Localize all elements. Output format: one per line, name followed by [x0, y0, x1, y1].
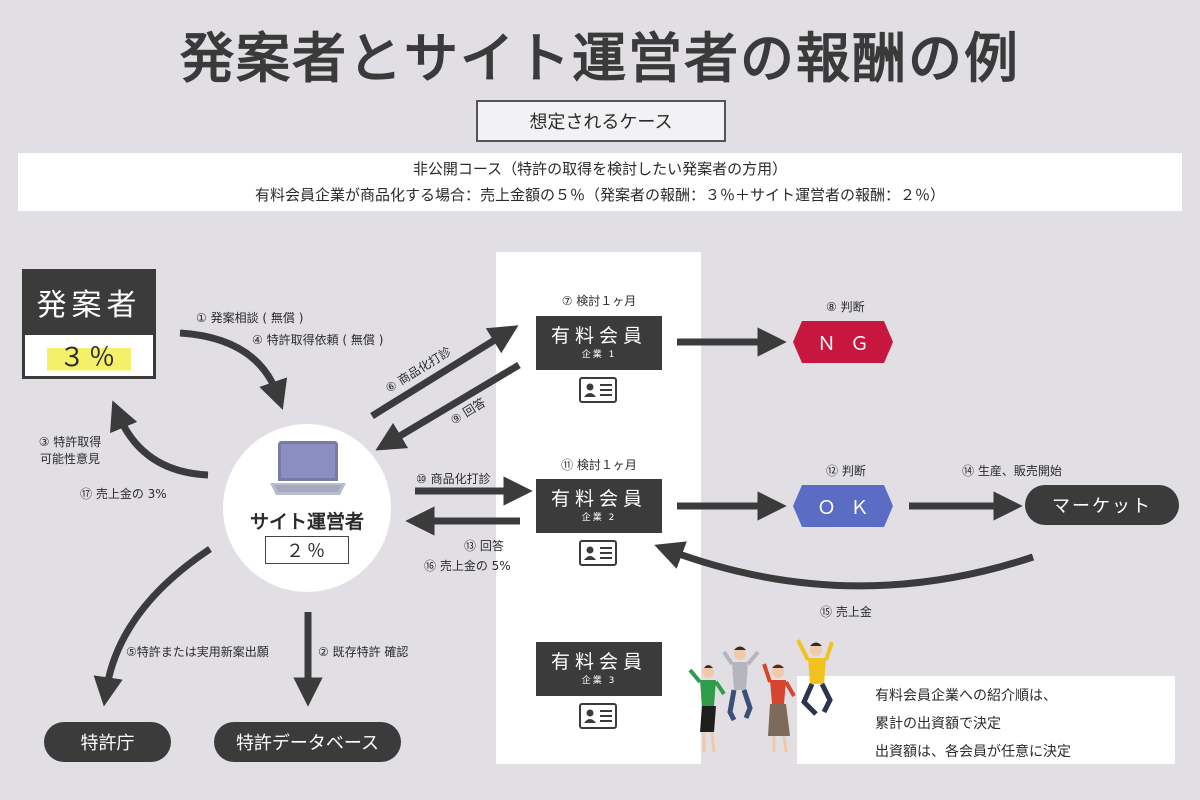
step-5-label: ⑤特許または実用新案出願	[126, 645, 269, 659]
step-16-label: ⑯ 売上金の 5%	[424, 559, 511, 573]
note-line-2: 累計の出資額で決定	[875, 716, 1001, 732]
ng-badge: ＮＧ	[793, 321, 893, 363]
patent-database-pill: 特許データベース	[214, 722, 401, 762]
description-line-1: 非公開コース（特許の取得を検討したい発案者の方用）	[412, 160, 788, 178]
case-label-box: 想定されるケース	[476, 100, 726, 142]
arrow-inventor-to-site	[179, 329, 288, 410]
member-company-2: 有料会員 企業 2	[536, 479, 662, 533]
market-step: ⑭ 生産、販売開始	[962, 464, 1062, 478]
member3-sub: 企業 3	[581, 676, 617, 686]
arrow-site-to-patent-office	[93, 546, 212, 707]
member-company-1: 有料会員 企業 1	[536, 316, 662, 370]
ok-step: ⑫ 判断	[826, 464, 866, 478]
page-title: 発案者とサイト運営者の報酬の例	[180, 27, 1020, 90]
member1-title: 有料会員	[550, 325, 647, 347]
member2-step: ⑪ 検討１ヶ月	[561, 458, 637, 472]
member3-title: 有料会員	[550, 651, 647, 673]
note-line-3: 出資額は、各会員が任意に決定	[875, 744, 1071, 760]
step-13-label: ⑬ 回答	[464, 539, 504, 553]
id-card-icon	[579, 377, 617, 403]
arrow-market-to-member2	[654, 541, 1035, 590]
jumping-people-illustration	[688, 639, 834, 753]
member1-step: ⑦ 検討１ヶ月	[561, 294, 637, 308]
member2-sub: 企業 2	[581, 513, 617, 523]
arrow-site-to-member1	[370, 325, 519, 419]
description-line-2: 有料会員企業が商品化する場合：売上金額の５％（発案者の報酬：３％＋サイト運営者の…	[254, 186, 945, 204]
step-3-label: ③ 特許取得 可能性意見	[18, 434, 122, 468]
step-1-label: ① 発案相談 ( 無償 )	[196, 311, 304, 325]
inventor-percent: ３％	[46, 337, 131, 374]
person-green	[688, 665, 726, 753]
id-card-icon	[579, 540, 617, 566]
ng-step: ⑧ 判断	[826, 300, 865, 314]
step-15-label: ⑮ 売上金	[820, 605, 872, 619]
step-3-line-2: 可能性意見	[39, 452, 100, 466]
inventor-label: 発案者	[36, 288, 142, 323]
id-card-icon	[579, 703, 617, 729]
ok-badge: ＯＫ	[793, 485, 893, 527]
step-17-label: ⑰ 売上金の 3%	[80, 487, 167, 501]
patent-office-pill: 特許庁	[44, 722, 171, 762]
inventor-box: 発案者 ３％	[22, 269, 156, 379]
arrow-site-to-inventor	[110, 400, 209, 479]
person-yellow	[796, 639, 834, 716]
description-box: 非公開コース（特許の取得を検討したい発案者の方用） 有料会員企業が商品化する場合…	[18, 153, 1182, 211]
step-3-line-1: ③ 特許取得	[38, 435, 102, 449]
person-grey	[722, 646, 760, 722]
person-red	[762, 663, 796, 753]
case-label: 想定されるケース	[529, 112, 673, 133]
inventor-percent-box: ３％	[25, 335, 153, 376]
step-10-label: ⑩ 商品化打診	[416, 472, 491, 486]
site-operator-percent: ２％	[265, 536, 349, 564]
market-pill: マーケット	[1025, 485, 1179, 525]
member-company-3: 有料会員 企業 3	[536, 642, 662, 696]
member2-title: 有料会員	[550, 488, 647, 510]
note-box: 有料会員企業への紹介順は、 累計の出資額で決定 出資額は、各会員が任意に決定	[797, 676, 1175, 764]
site-operator-label: サイト運営者	[249, 511, 364, 533]
laptop-icon	[270, 441, 346, 495]
note-line-1: 有料会員企業への紹介順は、	[875, 688, 1057, 704]
arrow-member1-to-site	[375, 361, 521, 451]
step-2-label: ② 既存特許 確認	[318, 645, 409, 659]
step-4-label: ④ 特許取得依頼 ( 無償 )	[252, 333, 384, 347]
member1-sub: 企業 1	[581, 350, 617, 360]
